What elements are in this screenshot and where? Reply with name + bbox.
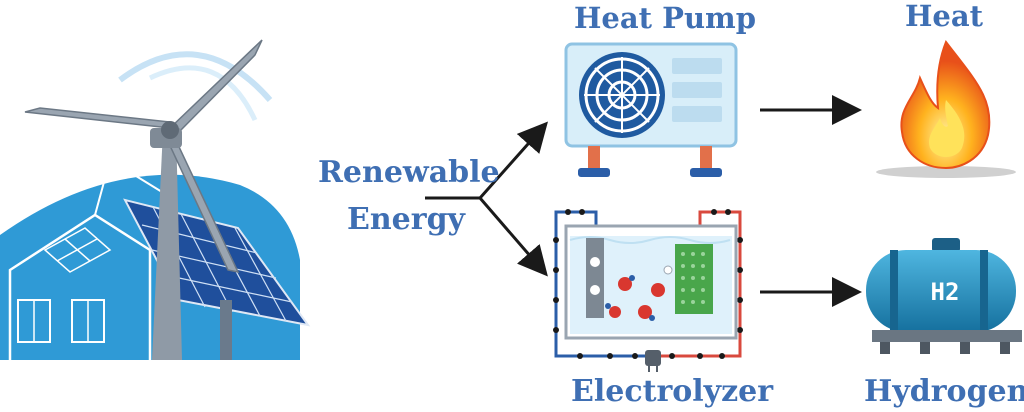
energy-label: Energy	[347, 202, 465, 237]
heat-pump-icon	[564, 42, 738, 177]
hydrogen-label: Hydrogen	[864, 374, 1024, 409]
h2-label: H2	[931, 278, 960, 306]
electrolyzer-icon	[553, 209, 743, 372]
hydrogen-tank-icon: H2	[866, 238, 1022, 354]
renewable-label: Renewable	[318, 155, 500, 190]
wind-turbine-icon	[24, 39, 273, 360]
electrolyzer-label: Electrolyzer	[571, 374, 774, 409]
heat-label: Heat	[905, 0, 984, 33]
branch-arrows	[425, 121, 548, 277]
heat-pump-label: Heat Pump	[574, 1, 756, 35]
flame-icon	[876, 39, 1016, 178]
